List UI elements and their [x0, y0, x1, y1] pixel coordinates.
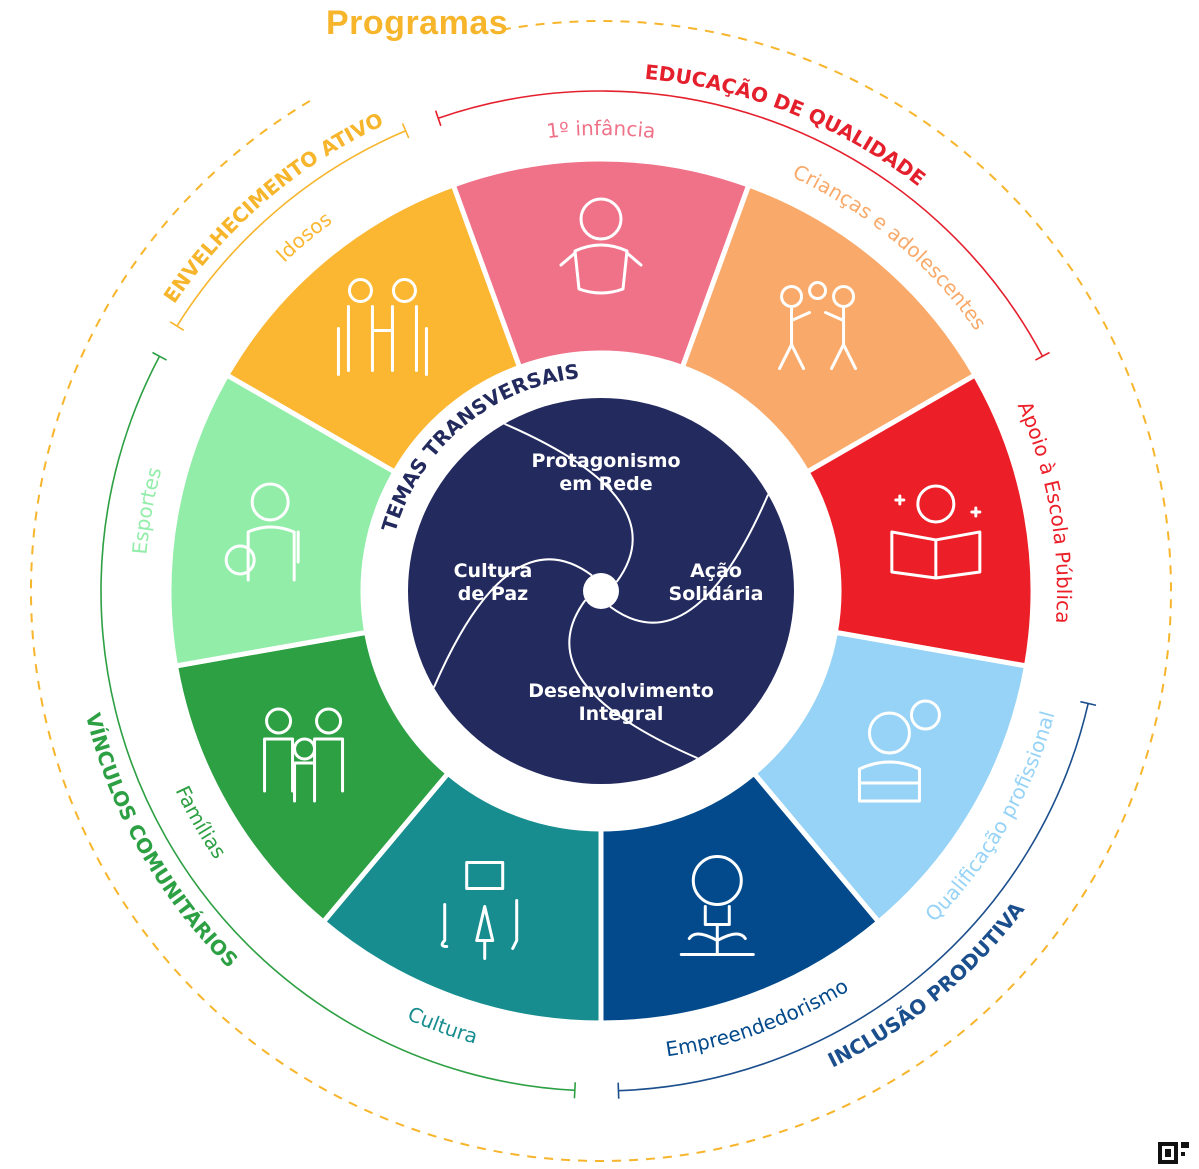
- hub-center-dot: [583, 573, 619, 609]
- arts-icon: [440, 860, 519, 960]
- segment-5: [598, 769, 883, 1026]
- qr-code-icon: [1157, 1140, 1191, 1165]
- programas-dashed-ring: [30, 20, 1172, 1162]
- children-playing-icon: [778, 281, 858, 371]
- segment-label-6: Cultura: [404, 1001, 480, 1048]
- segment-7: [172, 629, 452, 926]
- segment-label-8: Esportes: [127, 465, 166, 556]
- group-arc-educacao: [437, 90, 1044, 357]
- money-lightbulb-icon: [679, 854, 755, 956]
- segment-4: [750, 629, 1030, 926]
- elderly-couple-icon: [336, 278, 428, 377]
- swirl-line-4: [432, 558, 593, 688]
- swirl-line-2: [609, 494, 770, 624]
- page-title: Programas: [326, 4, 509, 42]
- segment-8: [166, 371, 399, 669]
- segment-3: [803, 371, 1036, 669]
- segment-2: [679, 181, 979, 476]
- group-arc-envelhecimento: [176, 130, 406, 327]
- swirl-line-1: [504, 422, 634, 583]
- family-icon: [263, 707, 345, 803]
- baby-icon: [559, 197, 643, 295]
- swirl-line-3: [568, 599, 698, 760]
- segment-1: [450, 156, 752, 371]
- segment-label-1: 1º infância: [545, 116, 656, 143]
- segment-6: [319, 769, 604, 1026]
- student-reading-icon: [890, 484, 982, 580]
- athlete-icon: [224, 482, 300, 582]
- group-arc-inclusao: [618, 703, 1089, 1092]
- professional-reading-icon: [857, 699, 941, 803]
- group-arc-vinculos: [100, 355, 575, 1092]
